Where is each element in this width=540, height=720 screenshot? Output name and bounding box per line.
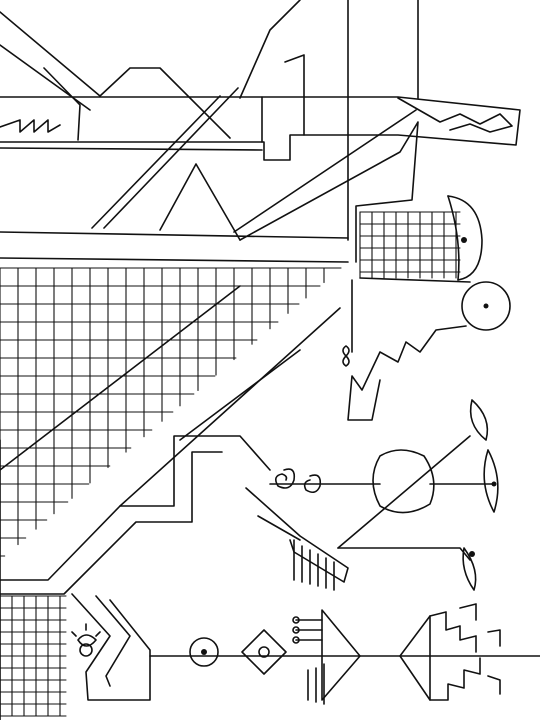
- disc-large-dot: [483, 303, 489, 309]
- circle-symbol: [189, 637, 219, 667]
- sun-disc: [372, 449, 435, 514]
- lens-upper-inner: [447, 195, 460, 281]
- triangle-peak: [159, 163, 241, 241]
- spiral-b: [303, 474, 322, 494]
- diamond-symbol: [241, 629, 287, 675]
- zigzag-peak: [99, 67, 231, 139]
- triangle-symbol: [321, 609, 361, 701]
- flag-post: [284, 54, 305, 136]
- top-diagonal-a: [0, 11, 101, 97]
- large-grid: [0, 267, 342, 561]
- chevron-and-combs: [0, 285, 349, 720]
- chevron-lower: [71, 593, 151, 701]
- castle-teeth: [429, 611, 481, 701]
- disc-arm: [359, 277, 471, 283]
- lens-low-dot: [469, 551, 475, 557]
- comb-line: [257, 515, 301, 541]
- top-band-inner: [0, 147, 263, 151]
- eye-rays: [71, 623, 101, 637]
- long-diagonal-b: [103, 87, 239, 229]
- bowtie-symbol: [399, 615, 431, 701]
- mid-diagonal-frame: [239, 121, 419, 263]
- long-diagonal-a: [91, 95, 221, 229]
- sun-diagonal: [337, 435, 471, 549]
- flag-diagonal: [239, 0, 301, 99]
- comb-teeth: [293, 539, 335, 591]
- lightning-bolt: [347, 325, 467, 421]
- chevron-inner: [0, 451, 223, 595]
- zigzag-peak-left: [43, 67, 81, 141]
- diamond-center: [258, 646, 270, 658]
- chevron-outer: [0, 435, 271, 581]
- triangle-teeth: [307, 663, 325, 705]
- key-teeth: [397, 97, 513, 133]
- prong-circle-a: [292, 616, 300, 624]
- castle-tabs: [459, 603, 501, 695]
- big-diagonal-b: [0, 285, 241, 471]
- circle-symbol-dot: [201, 649, 207, 655]
- prong-circle-b: [292, 626, 300, 634]
- base-line: [337, 547, 471, 561]
- bottom-left-grid: [0, 595, 67, 717]
- top-band: [0, 96, 521, 161]
- left-teeth: [0, 119, 61, 133]
- spiral-a: [274, 468, 296, 489]
- prong-circle-c: [292, 636, 300, 644]
- top-structures: [0, 0, 521, 263]
- bottom-symbols: [71, 603, 540, 705]
- big-diagonal-c: [119, 307, 341, 507]
- lens-upper-dot: [461, 237, 467, 243]
- chevron-lower-inner: [95, 595, 131, 687]
- mid-band-bottom: [0, 257, 349, 263]
- lens-mid: [483, 449, 499, 513]
- disc-large: [461, 281, 511, 331]
- lens-low: [462, 547, 477, 591]
- lens-upper: [447, 195, 483, 281]
- mid-band-top: [0, 231, 349, 239]
- big-diagonal-a: [179, 349, 301, 441]
- upper-right-grid: [359, 211, 461, 279]
- right-shapes: [269, 195, 511, 591]
- lens-small-top: [469, 399, 489, 441]
- triangle-prongs: [295, 619, 323, 641]
- cross-line: [233, 109, 417, 233]
- eye-ring: [79, 643, 93, 657]
- infinity-mark: [342, 345, 350, 367]
